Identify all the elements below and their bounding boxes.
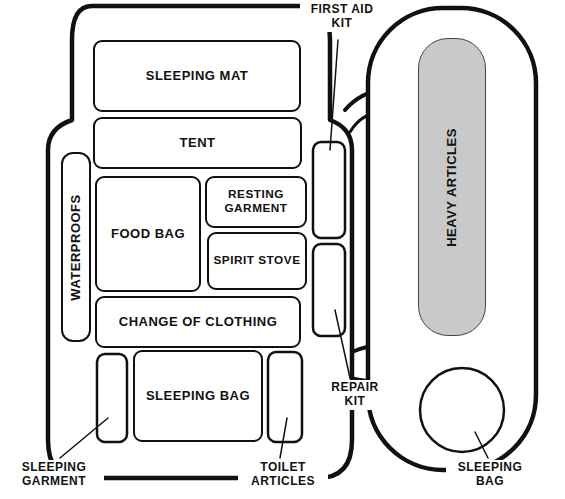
heavy-articles-area: HEAVY ARTICLES: [418, 38, 486, 336]
compartment-label: FOOD BAG: [109, 225, 187, 244]
compartment-label: TENT: [178, 134, 218, 153]
compartment-box: WATERPROOFS: [61, 152, 91, 342]
compartment-label: SPIRIT STOVE: [211, 252, 302, 270]
compartment-label: CHANGE OF CLOTHING: [117, 313, 280, 332]
callout-label: FIRST AID KIT: [300, 2, 384, 32]
compartment-box: SLEEPING BAG: [133, 350, 263, 442]
compartment-label: RESTING GARMENT: [207, 186, 305, 217]
callout-label: SLEEPING GARMENT: [4, 460, 104, 490]
compartment-label: SLEEPING BAG: [144, 387, 252, 406]
compartment-box: FOOD BAG: [95, 176, 201, 292]
compartment-box: CHANGE OF CLOTHING: [95, 296, 301, 348]
compartment-label: HEAVY ARTICLES: [443, 126, 462, 249]
compartment-box: RESTING GARMENT: [205, 176, 307, 228]
compartment-label: WATERPROOFS: [67, 192, 86, 302]
compartment-box: SLEEPING MAT: [93, 40, 301, 112]
compartment-box: TENT: [93, 117, 302, 169]
compartment-box: SPIRIT STOVE: [207, 232, 307, 290]
callout-label: TOILET ARTICLES: [238, 460, 328, 490]
callout-label: REPAIR KIT: [318, 380, 392, 410]
compartment-label: SLEEPING MAT: [144, 67, 251, 86]
callout-label: SLEEPING BAG: [446, 460, 534, 490]
